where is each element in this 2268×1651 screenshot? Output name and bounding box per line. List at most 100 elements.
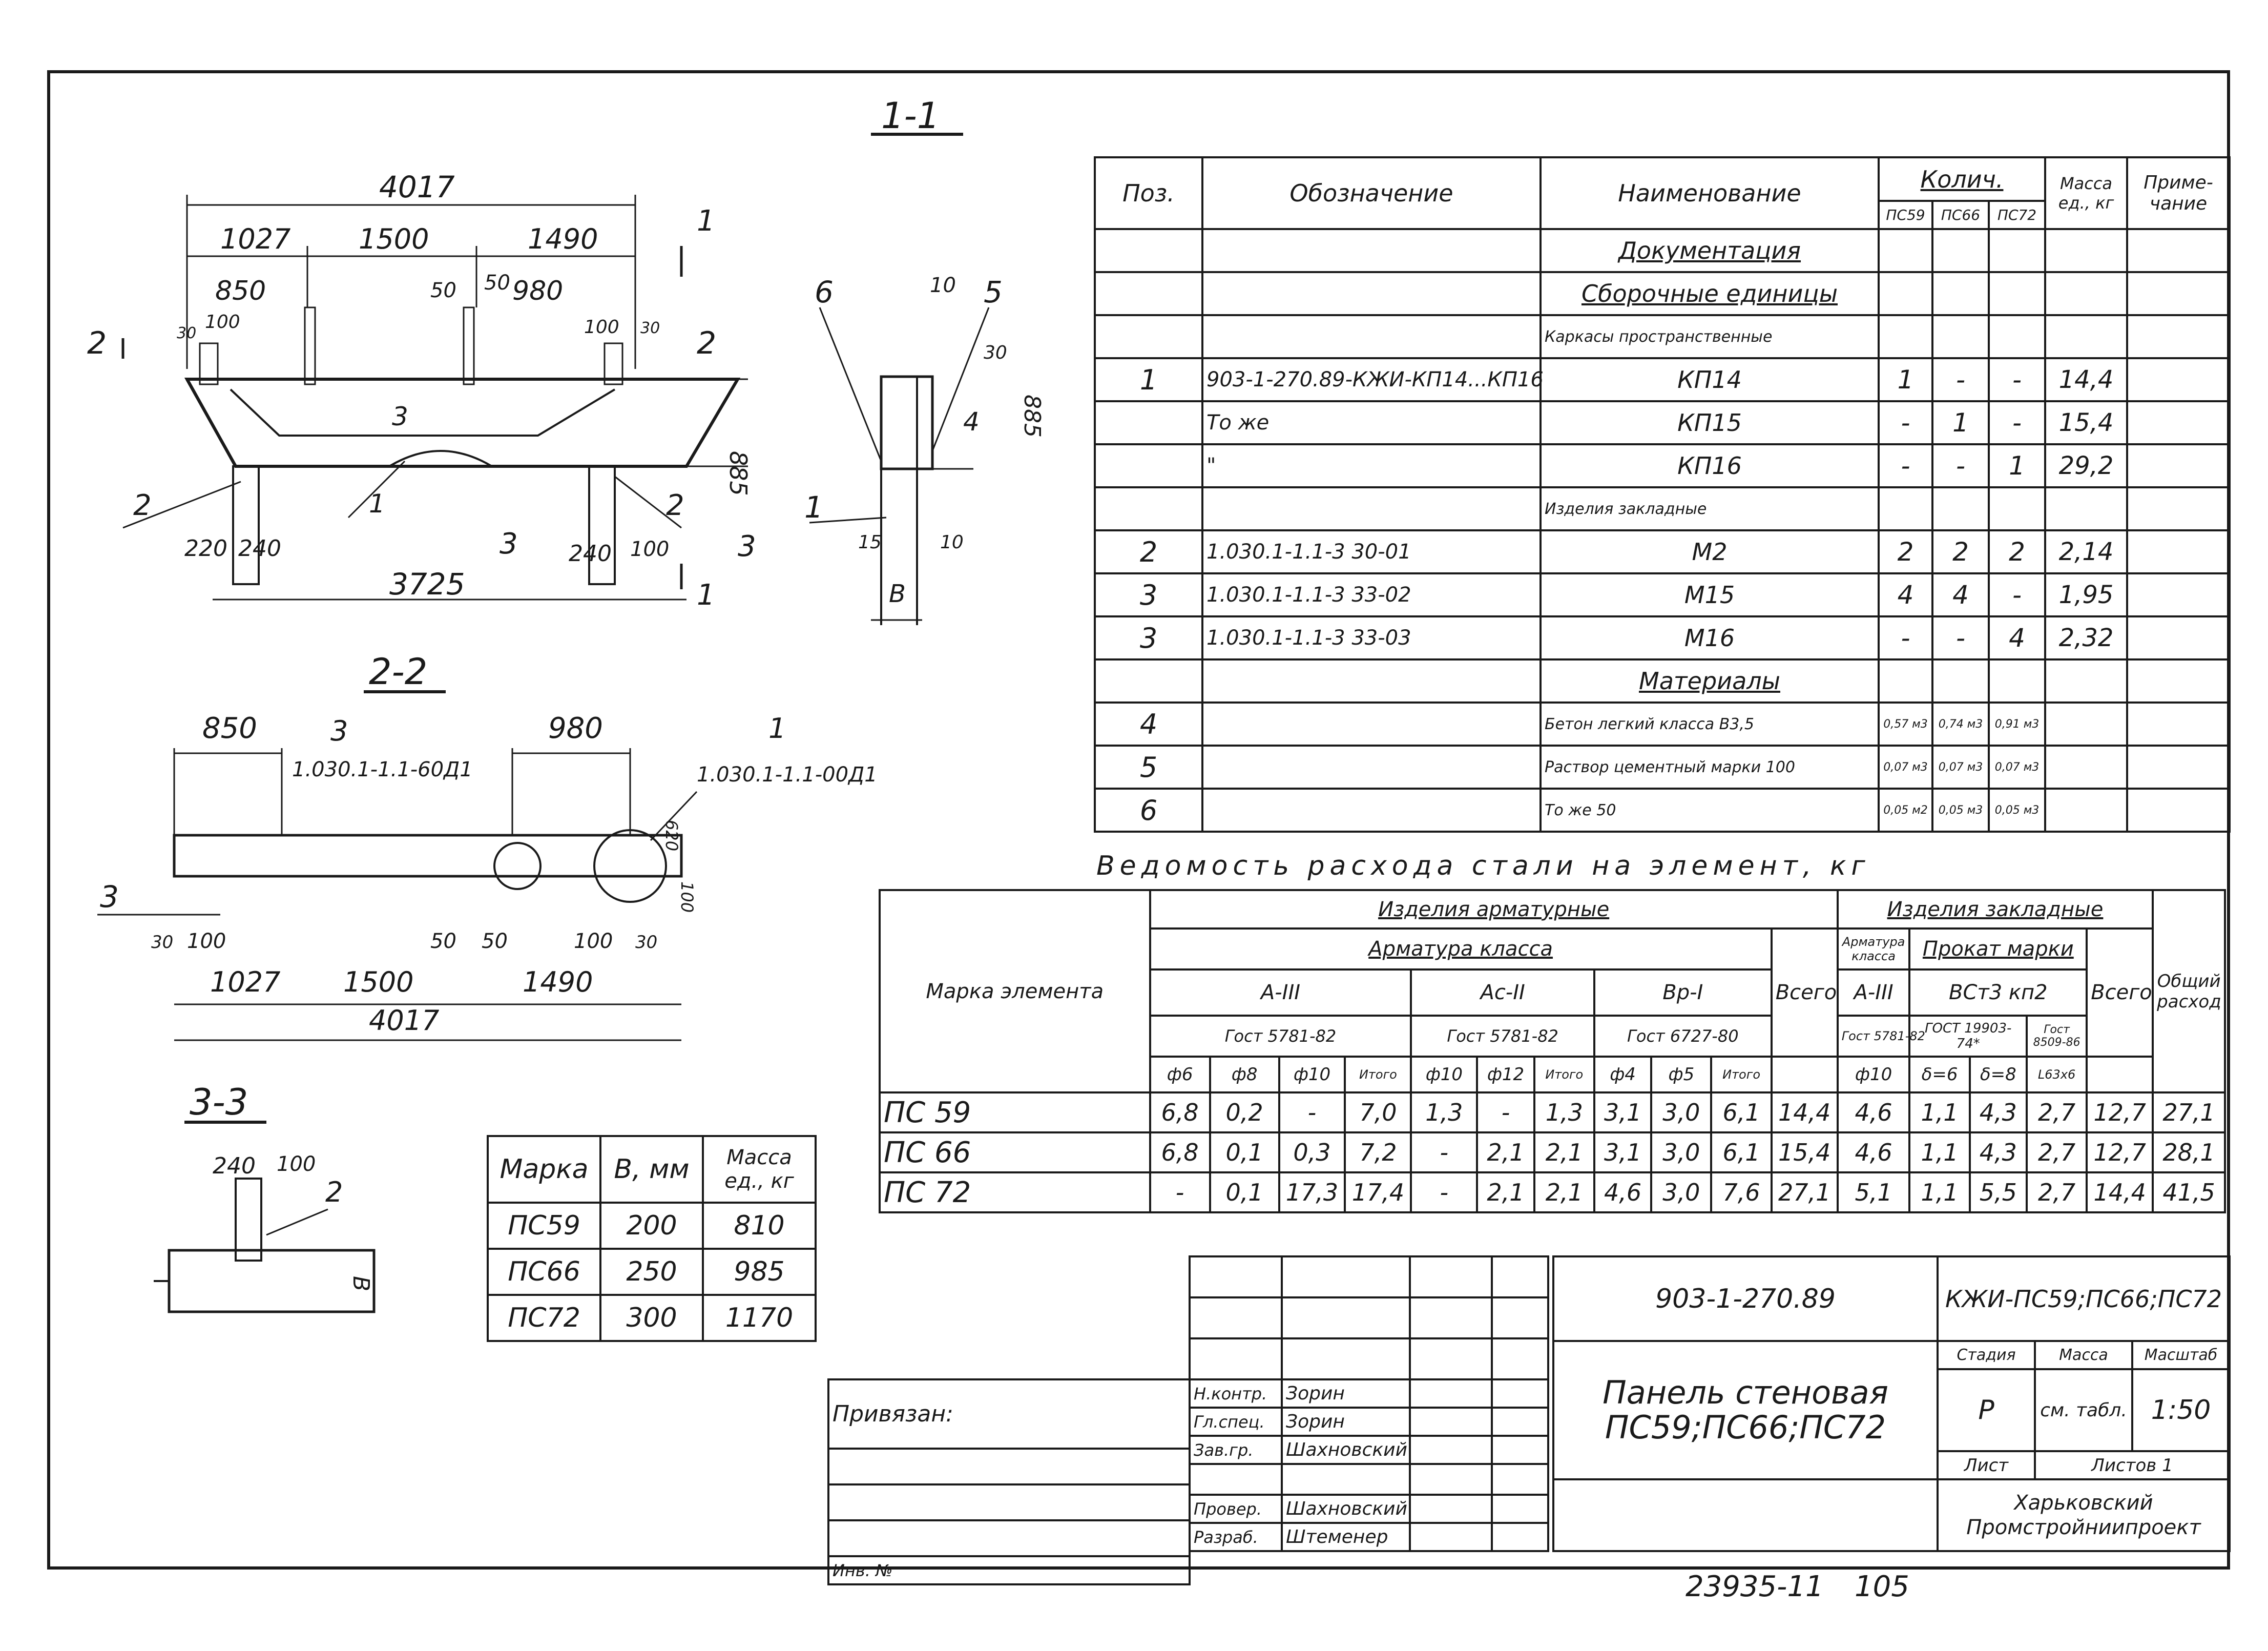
steel-value: 0,1	[1209, 1171, 1280, 1213]
steel-table-title: Ведомость расхода стали на элемент, кг	[1096, 851, 1870, 881]
spec-mass	[2044, 745, 2129, 790]
spec-header-note: Приме-чание	[2126, 156, 2231, 230]
dim-100b: 100	[584, 317, 619, 338]
spec-qty-col-ps59: ПС59	[1878, 200, 1933, 230]
spec-mass: 14,4	[2044, 357, 2129, 402]
spec-note	[2126, 314, 2231, 359]
sheet-label: Лист	[1937, 1450, 2036, 1480]
spec-designation	[1201, 228, 1542, 273]
spec-qty: 0,07 м3	[1987, 745, 2047, 790]
spec-qty	[1878, 271, 1933, 316]
steel-subcol: ф10	[1836, 1056, 1911, 1093]
s33-label-2: 2	[325, 1176, 343, 1208]
section-label-1-1: 1-1	[881, 95, 940, 137]
s22-dim-1027: 1027	[210, 966, 280, 998]
dim-1500: 1500	[359, 223, 429, 255]
steel-value: 17,3	[1278, 1171, 1346, 1213]
spec-qty	[1987, 314, 2047, 359]
s22-dim-100c: 100	[677, 881, 697, 913]
steel-subcol: ф6	[1149, 1056, 1211, 1093]
steel-mark: ПС 66	[879, 1131, 1151, 1173]
steel-value: 27,1	[2152, 1091, 2226, 1133]
section-label-2-2: 2-2	[369, 651, 427, 693]
steel-subcol: Итого	[1344, 1056, 1412, 1093]
steel-value: 5,1	[1836, 1171, 1911, 1213]
steel-value: 14,4	[2086, 1171, 2154, 1213]
role-title: Н.контр.	[1189, 1378, 1283, 1409]
steel-class-as2: Ас-II	[1410, 968, 1595, 1017]
organization-line2: Промстройниипроект	[1966, 1516, 2201, 1539]
steel-value: 6,8	[1149, 1131, 1211, 1173]
inventory-label: Инв. №	[827, 1555, 1191, 1585]
spec-pos: 4	[1094, 701, 1203, 747]
spec-designation: То же	[1201, 400, 1542, 445]
s22-dim-30a: 30	[151, 932, 173, 953]
spec-pos	[1094, 658, 1203, 704]
spec-qty	[1931, 658, 1990, 704]
s22-dim-850: 850	[202, 712, 257, 745]
steel-value: 6,8	[1149, 1091, 1211, 1133]
role-date	[1491, 1522, 1549, 1552]
mass-value: см. табл.	[2034, 1368, 2133, 1452]
spec-mass	[2044, 658, 2129, 704]
mark-cell: 810	[702, 1202, 817, 1250]
spec-name: Документация	[1539, 228, 1880, 273]
role-name: Шахновский	[1281, 1494, 1411, 1524]
spec-qty	[1987, 271, 2047, 316]
spec-name: КП15	[1539, 400, 1880, 445]
steel-value: -	[1278, 1091, 1346, 1133]
steel-value: -	[1476, 1091, 1535, 1133]
drawing-title-line2: ПС59;ПС66;ПС72	[1605, 1409, 1886, 1446]
steel-prokat-mark: ВСт3 кп2	[1908, 968, 2088, 1017]
steel-value: 3,1	[1593, 1131, 1653, 1173]
spec-name: Бетон легкий класса В3,5	[1539, 701, 1880, 747]
steel-value: 1,1	[1908, 1171, 1971, 1213]
steel-value: 7,0	[1344, 1091, 1412, 1133]
spec-mass: 2,14	[2044, 529, 2129, 574]
spec-qty	[1987, 486, 2047, 531]
steel-value: 2,1	[1476, 1171, 1535, 1213]
spec-qty: -	[1931, 615, 1990, 661]
spec-pos	[1094, 400, 1203, 445]
steel-prokat-gost1: ГОСТ 19903-74*	[1908, 1015, 2028, 1058]
role-signature	[1409, 1378, 1493, 1409]
spec-mass	[2044, 701, 2129, 747]
title-main: 903-1-270.89 КЖИ-ПС59;ПС66;ПС72 Панель с…	[1552, 1255, 2231, 1552]
steel-mark: ПС 72	[879, 1171, 1151, 1213]
cut-mark-3-left: 3	[500, 527, 518, 561]
steel-value: 4,6	[1593, 1171, 1653, 1213]
dim-100a: 100	[205, 312, 240, 333]
steel-value: 12,7	[2086, 1131, 2154, 1173]
s22-note-60d1: 1.030.1-1.1-60Д1	[292, 758, 473, 781]
steel-value: 2,7	[2025, 1091, 2088, 1133]
role-name: Зорин	[1281, 1378, 1411, 1409]
stage-value: Р	[1937, 1368, 2036, 1452]
linked-grid: Привязан: Инв. №	[827, 1378, 1191, 1585]
spec-note	[2126, 529, 2231, 574]
steel-class-a3: А-III	[1149, 968, 1412, 1017]
spec-qty: 0,05 м3	[1987, 788, 2047, 833]
mark-cell: ПС66	[487, 1248, 601, 1296]
role-row: Зав.гр.Шахновский	[1189, 1435, 1549, 1465]
steel-subcol: Итого	[1710, 1056, 1773, 1093]
steel-value: 4,6	[1836, 1131, 1911, 1173]
steel-value: 27,1	[1770, 1171, 1839, 1213]
role-row: Гл.спец.Зорин	[1189, 1407, 1549, 1437]
s22-dim-4017: 4017	[369, 1004, 439, 1037]
steel-header-emb-class: Арматура класса	[1836, 927, 1911, 971]
dim-4017: 4017	[379, 170, 455, 204]
steel-value: 3,0	[1650, 1091, 1713, 1133]
spec-designation: 903-1-270.89-КЖИ-КП14...КП16	[1201, 357, 1544, 402]
role-title: Зав.гр.	[1189, 1435, 1283, 1465]
steel-gost-3: Гост 6727-80	[1593, 1015, 1773, 1058]
spec-qty: -	[1987, 400, 2047, 445]
spec-designation	[1201, 745, 1542, 790]
steel-header-grand: Общий расход	[2152, 889, 2226, 1093]
spec-qty-col-ps66: ПС66	[1931, 200, 1990, 230]
spec-note	[2126, 615, 2231, 661]
steel-value: 6,1	[1710, 1131, 1773, 1173]
steel-subcol: δ=6	[1908, 1056, 1971, 1093]
steel-header-prokat: Прокат марки	[1908, 927, 2088, 971]
